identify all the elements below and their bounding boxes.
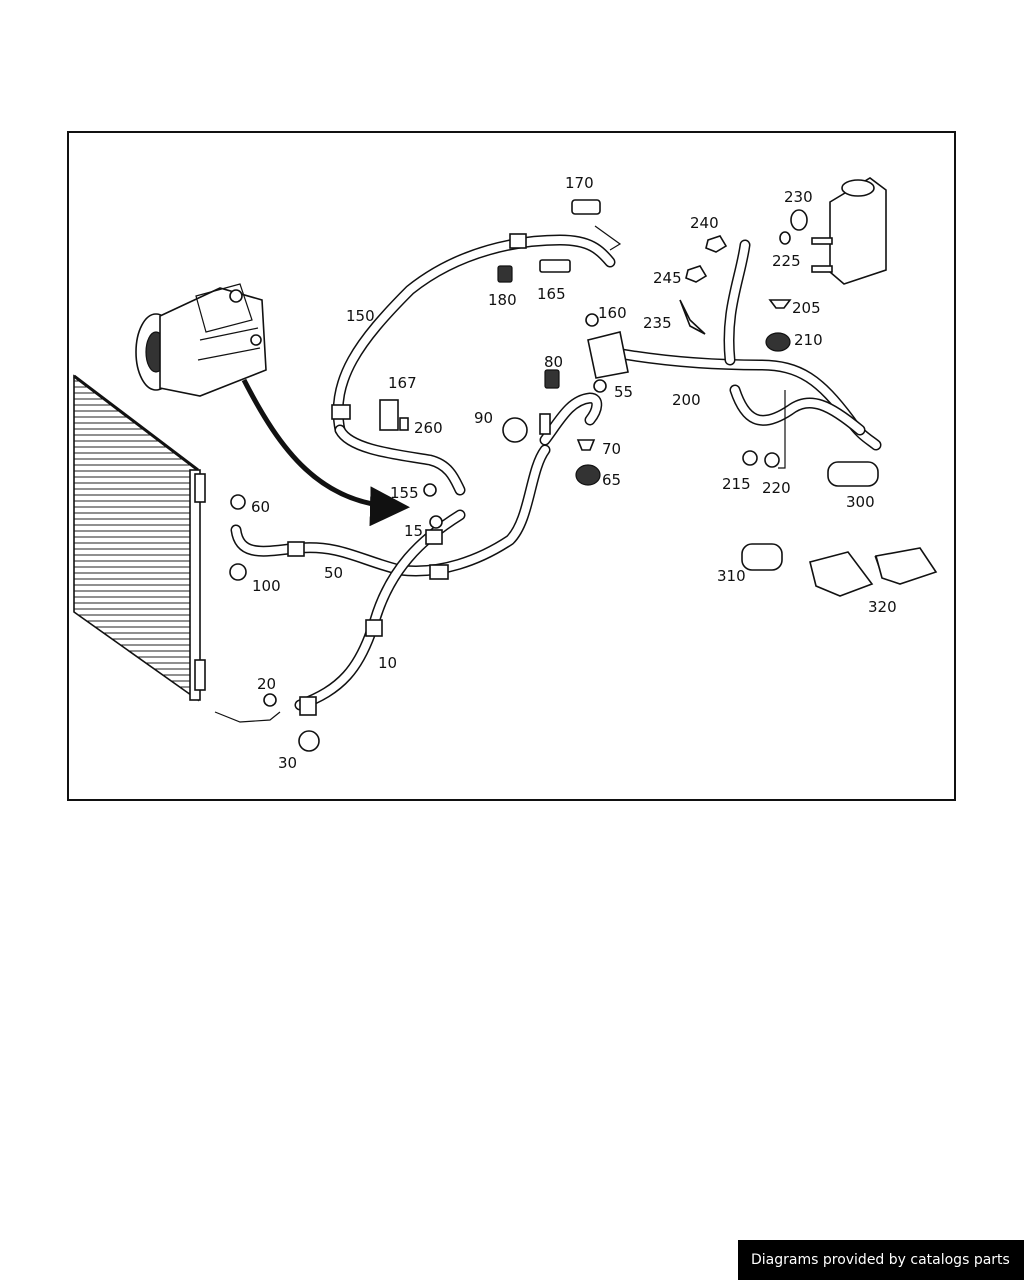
callout-20: 20	[257, 675, 276, 693]
condenser-illustration	[73, 374, 206, 702]
callout-155: 155	[390, 484, 419, 502]
callout-50: 50	[324, 564, 343, 582]
callout-225: 225	[772, 252, 801, 270]
callout-60: 60	[251, 498, 270, 516]
callout-55: 55	[614, 383, 633, 401]
callout-65: 65	[602, 471, 621, 489]
callout-215: 215	[722, 475, 751, 493]
compressor-illustration	[135, 283, 267, 397]
callout-10: 10	[378, 654, 397, 672]
callout-210: 210	[794, 331, 823, 349]
hose-10	[294, 509, 466, 716]
callout-labels: 170 230 240 225 245 205 150 235 160 210 …	[251, 174, 897, 772]
callout-245: 245	[653, 269, 682, 287]
callout-70: 70	[602, 440, 621, 458]
callout-200: 200	[672, 391, 701, 409]
callout-80: 80	[544, 353, 563, 371]
callout-230: 230	[784, 188, 813, 206]
callout-300: 300	[846, 493, 875, 511]
callout-260: 260	[414, 419, 443, 437]
diagram-frame	[67, 131, 956, 801]
hose-150	[331, 233, 616, 496]
callout-30: 30	[278, 754, 297, 772]
callout-180: 180	[488, 291, 517, 309]
callout-167: 167	[388, 374, 417, 392]
callout-235: 235	[643, 314, 672, 332]
callout-165: 165	[537, 285, 566, 303]
callout-160: 160	[598, 304, 627, 322]
callout-150: 150	[346, 307, 375, 325]
callout-220: 220	[762, 479, 791, 497]
hose-50	[230, 444, 551, 580]
callout-310: 310	[717, 567, 746, 585]
small-parts	[229, 199, 808, 752]
callout-170: 170	[565, 174, 594, 192]
leader-lines	[214, 225, 881, 723]
seal-pads	[741, 461, 938, 597]
hose-200	[587, 239, 882, 451]
callout-15: 15	[404, 522, 423, 540]
direction-arrow	[241, 378, 410, 527]
callout-240: 240	[690, 214, 719, 232]
expansion-valve	[811, 177, 887, 285]
callout-205: 205	[792, 299, 821, 317]
callout-90: 90	[474, 409, 493, 427]
callout-320: 320	[868, 598, 897, 616]
callout-100: 100	[252, 577, 281, 595]
credit-footer: Diagrams provided by catalogs parts	[738, 1240, 1024, 1280]
